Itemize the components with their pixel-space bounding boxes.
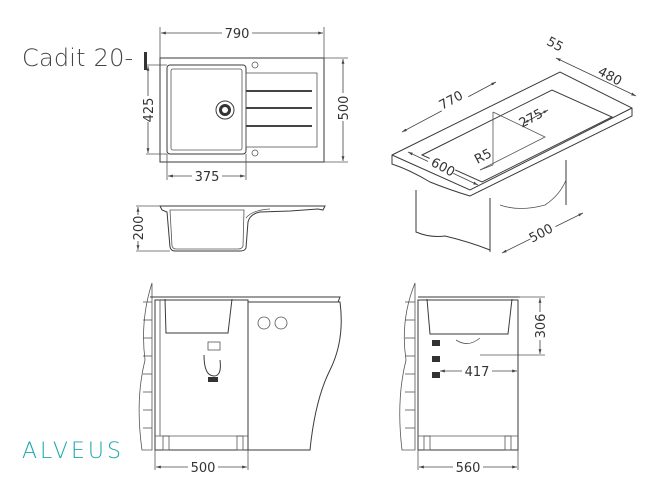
side-profile-view: 200 [131, 205, 326, 252]
product-title: Cadit 20- [22, 44, 134, 72]
dim-55: 55 [544, 34, 566, 55]
isometric-view: 770 480 55 275 R5 600 500 [391, 34, 637, 254]
dim-375: 375 [195, 170, 220, 185]
dim-425: 425 [142, 98, 157, 123]
dim-480: 480 [595, 64, 624, 89]
dim-500-depth: 500 [337, 96, 352, 121]
side-install-view: 306 417 560 [399, 282, 549, 476]
trap-icon [203, 341, 221, 382]
brand-logo: ALVEUS [22, 439, 124, 464]
dim-560: 560 [456, 461, 481, 476]
dim-790: 790 [225, 27, 250, 42]
drain-icon [215, 100, 235, 120]
front-install-view: 500 [138, 282, 342, 476]
dim-417: 417 [465, 365, 490, 380]
dim-200: 200 [132, 216, 147, 241]
dim-306: 306 [534, 314, 549, 339]
top-view: 790 500 425 375 [141, 25, 352, 185]
dim-500-front: 500 [191, 461, 216, 476]
pipe-fittings-icon [432, 340, 440, 378]
